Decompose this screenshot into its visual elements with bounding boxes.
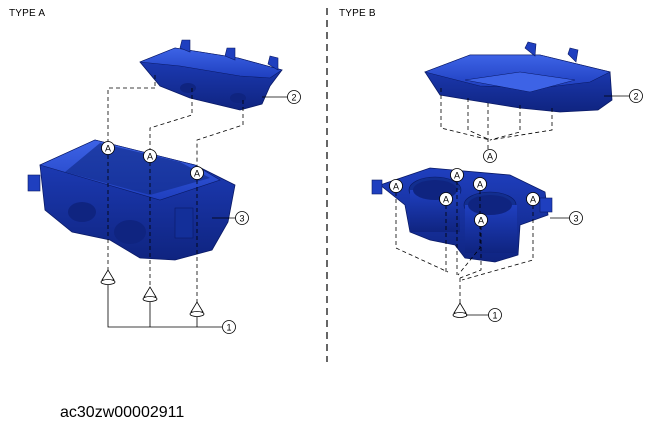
callout-part-2: 2 (633, 92, 638, 102)
clip-icon (189, 301, 205, 317)
callout-part-3: 3 (239, 214, 244, 224)
figure-code: ac30zw00002911 (60, 404, 185, 421)
type-a-part-3-console-body (27, 139, 236, 261)
ref-marker-label: A (105, 144, 111, 154)
ref-marker-label: A (393, 182, 399, 192)
callout-part-1: 1 (226, 323, 231, 333)
panel-title-type-b: TYPE B (339, 8, 376, 19)
type-a-part-callouts: 2 3 1 (212, 90, 301, 334)
type-b-ref-markers: A A A A A A A (389, 149, 540, 227)
type-a-fastener-clips (100, 269, 205, 317)
ref-marker-label: A (478, 216, 484, 226)
type-b-leader-lines (395, 88, 553, 305)
ref-marker-label: A (147, 152, 153, 162)
type-a-part-2-upper-panel (139, 39, 283, 111)
type-a-ref-markers: A A A (101, 141, 204, 180)
panel-title-type-a: TYPE A (9, 8, 46, 19)
type-a-clip-bracket (107, 285, 222, 328)
callout-part-1: 1 (492, 311, 497, 321)
ref-marker-label: A (477, 180, 483, 190)
type-a-leader-lines (107, 75, 244, 305)
ref-marker-label: A (443, 195, 449, 205)
type-b-part-callouts: 2 3 1 (488, 89, 643, 322)
clip-icon (142, 286, 158, 302)
type-b-fastener-clip (452, 302, 468, 318)
ref-marker-label: A (487, 152, 493, 162)
ref-marker-label: A (530, 195, 536, 205)
ref-marker-label: A (194, 169, 200, 179)
type-b-part-2-upper-panel (424, 41, 613, 113)
clip-icon (452, 302, 468, 318)
callout-part-2: 2 (291, 93, 296, 103)
ref-marker-label: A (454, 171, 460, 181)
type-b-part-3-cup-holder (371, 167, 553, 263)
clip-icon (100, 269, 116, 285)
callout-part-3: 3 (573, 214, 578, 224)
